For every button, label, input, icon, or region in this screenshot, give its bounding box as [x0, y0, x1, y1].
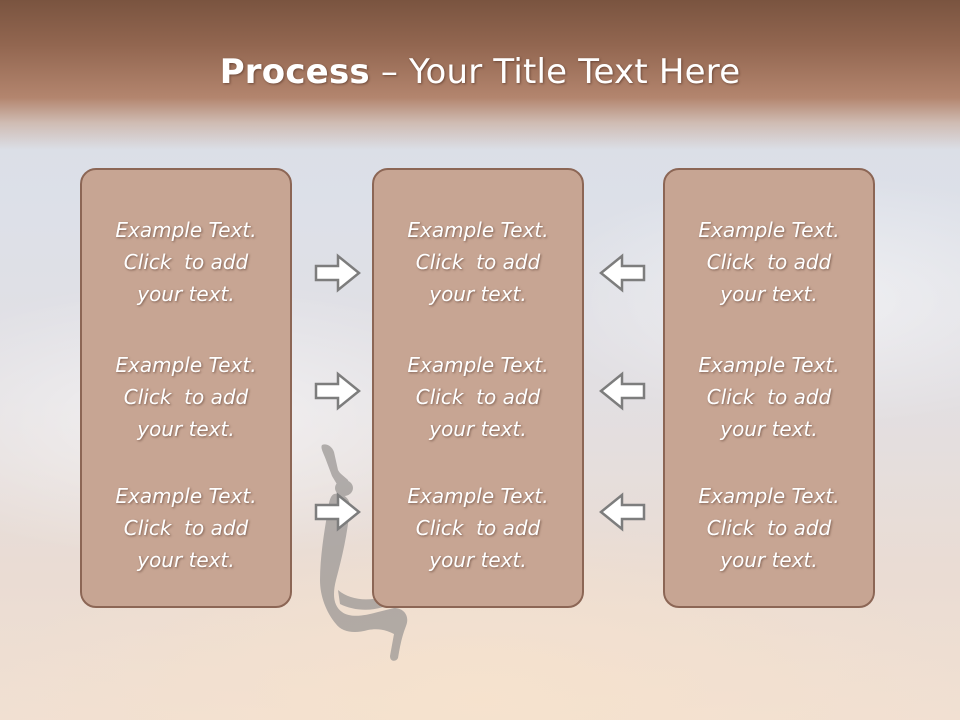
text-placeholder[interactable]: Example Text. Click to add your text. — [374, 480, 582, 576]
text-placeholder[interactable]: Example Text. Click to add your text. — [82, 480, 290, 576]
text-line: Example Text. — [407, 353, 549, 377]
text-placeholder[interactable]: Example Text. Click to add your text. — [665, 349, 873, 445]
text-line: Click to add — [706, 250, 832, 274]
slide-title[interactable]: Process – Your Title Text Here — [0, 52, 960, 92]
text-line: your text. — [429, 548, 527, 572]
text-line: your text. — [429, 282, 527, 306]
text-line: Example Text. — [407, 218, 549, 242]
text-line: Example Text. — [698, 218, 840, 242]
text-line: your text. — [137, 282, 235, 306]
text-line: Click to add — [706, 385, 832, 409]
arrow-left-icon — [599, 492, 646, 532]
text-line: Click to add — [706, 516, 832, 540]
arrow-right-icon — [314, 371, 361, 411]
jumping-person-silhouette — [320, 444, 408, 661]
text-line: your text. — [137, 548, 235, 572]
text-line: Example Text. — [698, 484, 840, 508]
text-line: Click to add — [123, 250, 249, 274]
text-line: Example Text. — [115, 484, 257, 508]
text-line: Click to add — [415, 385, 541, 409]
arrow-left-icon — [599, 253, 646, 293]
process-box-left[interactable]: Example Text. Click to add your text. Ex… — [80, 168, 292, 608]
text-line: Click to add — [415, 516, 541, 540]
text-placeholder[interactable]: Example Text. Click to add your text. — [665, 214, 873, 310]
text-line: your text. — [720, 282, 818, 306]
text-line: Click to add — [123, 516, 249, 540]
text-line: Example Text. — [407, 484, 549, 508]
text-line: your text. — [429, 417, 527, 441]
title-rest: – Your Title Text Here — [369, 52, 741, 92]
arrow-right-icon — [314, 253, 361, 293]
title-bold: Process — [219, 52, 370, 92]
arrow-right-icon — [314, 492, 361, 532]
text-line: Example Text. — [698, 353, 840, 377]
process-box-center[interactable]: Example Text. Click to add your text. Ex… — [372, 168, 584, 608]
text-line: your text. — [720, 548, 818, 572]
text-placeholder[interactable]: Example Text. Click to add your text. — [374, 214, 582, 310]
text-placeholder[interactable]: Example Text. Click to add your text. — [665, 480, 873, 576]
text-line: Example Text. — [115, 353, 257, 377]
title-banner — [0, 0, 960, 150]
text-line: your text. — [720, 417, 818, 441]
arrow-left-icon — [599, 371, 646, 411]
text-placeholder[interactable]: Example Text. Click to add your text. — [82, 214, 290, 310]
process-box-right[interactable]: Example Text. Click to add your text. Ex… — [663, 168, 875, 608]
text-line: your text. — [137, 417, 235, 441]
text-placeholder[interactable]: Example Text. Click to add your text. — [374, 349, 582, 445]
text-line: Click to add — [415, 250, 541, 274]
text-placeholder[interactable]: Example Text. Click to add your text. — [82, 349, 290, 445]
text-line: Example Text. — [115, 218, 257, 242]
text-line: Click to add — [123, 385, 249, 409]
